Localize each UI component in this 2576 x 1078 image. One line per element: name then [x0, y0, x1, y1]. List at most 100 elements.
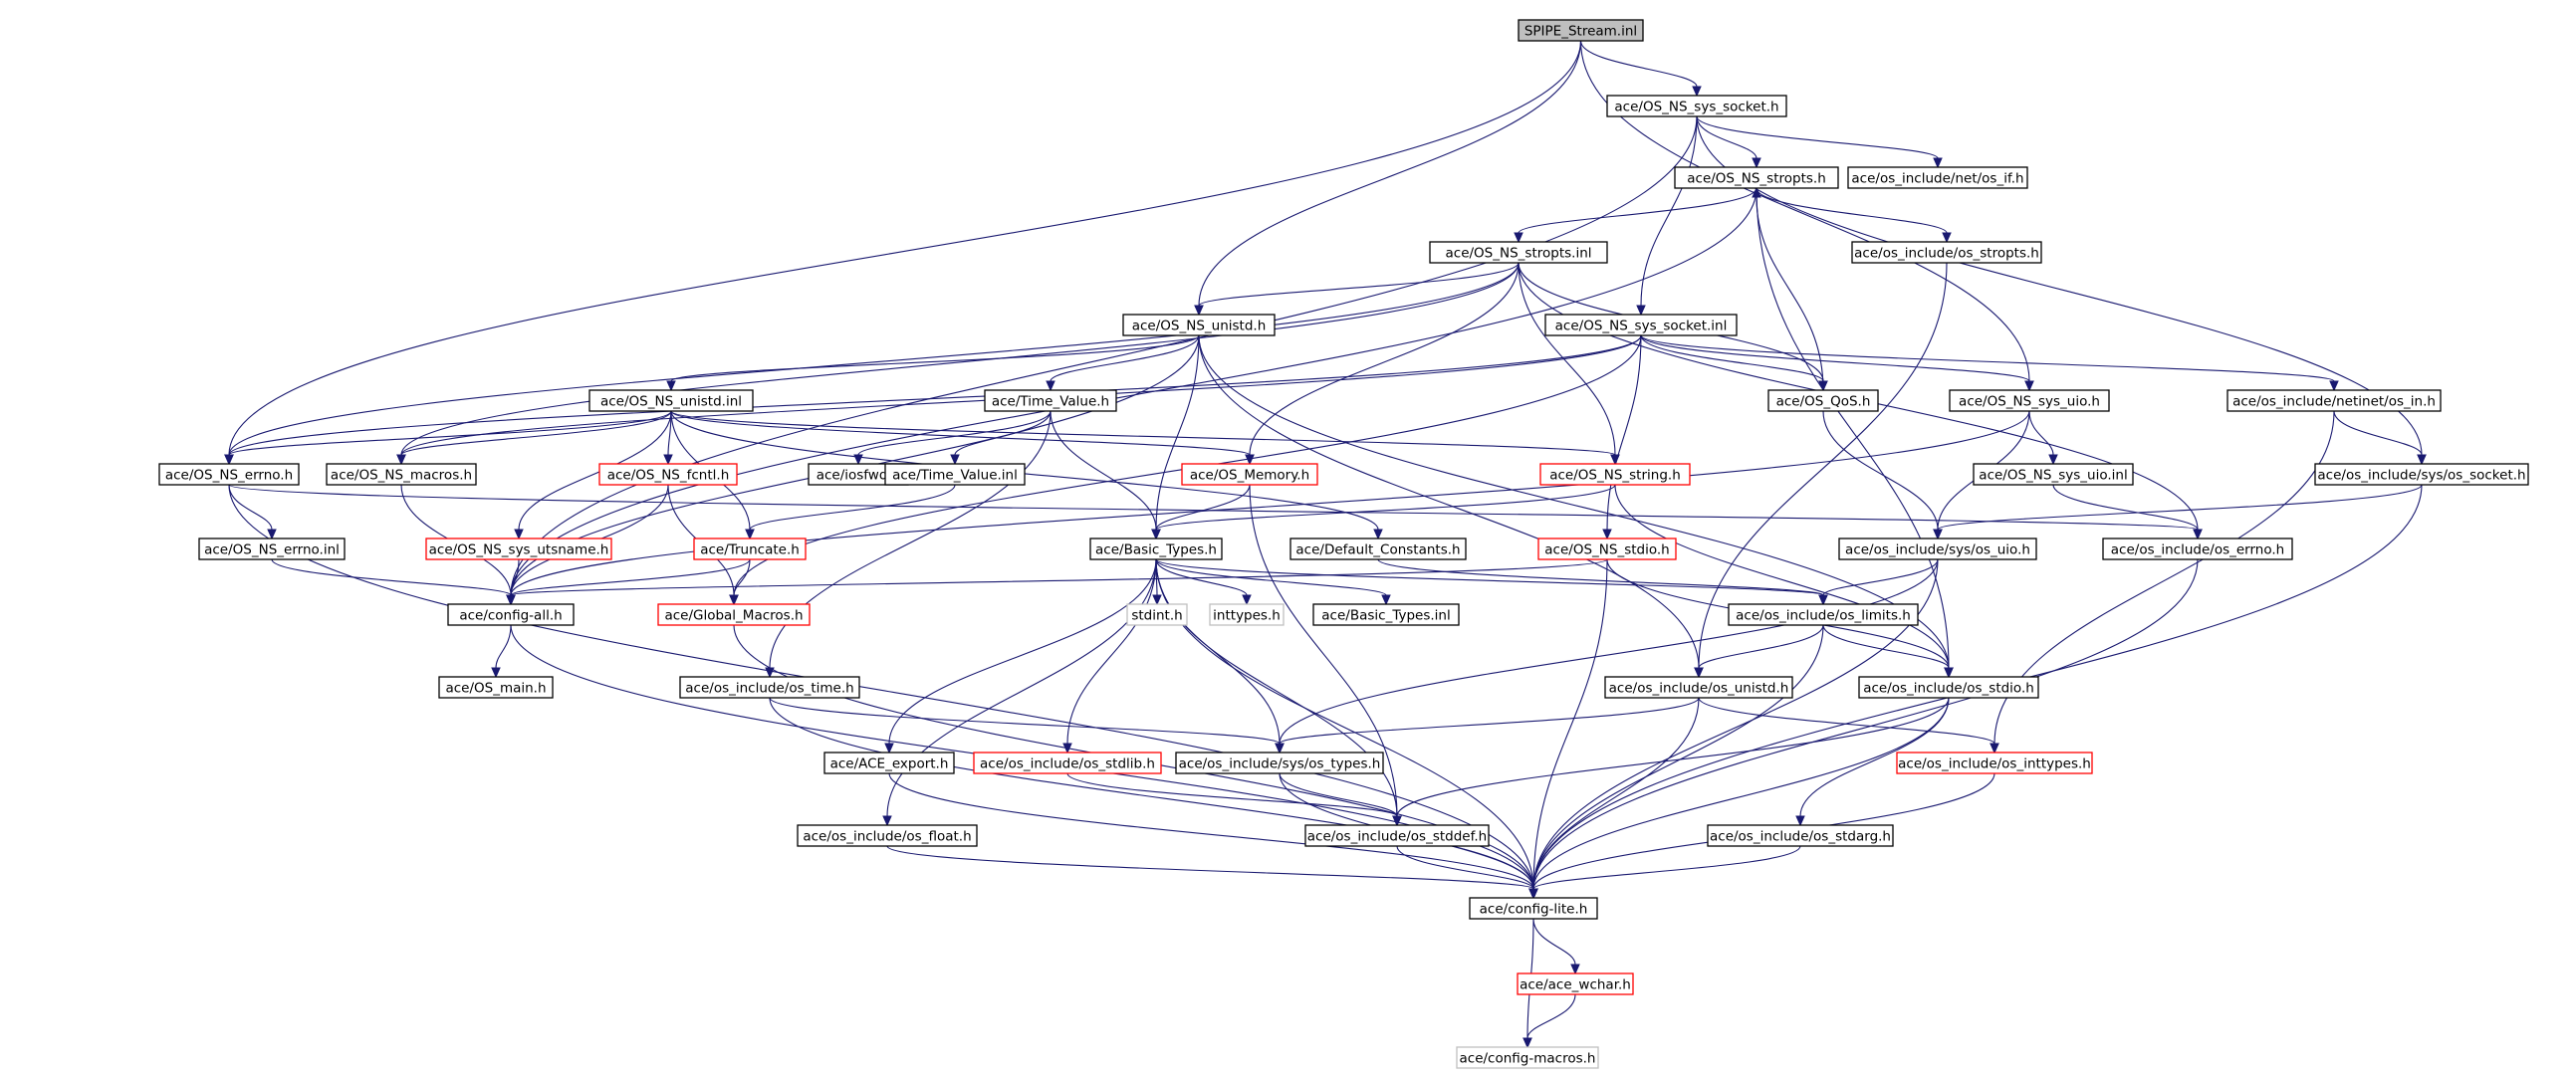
node-label-netinet_os_in_h: ace/os_include/netinet/os_in.h — [2232, 394, 2436, 410]
node-iosfwd_h[interactable]: ace/iosfwd.h — [808, 463, 909, 486]
node-basic_types_h[interactable]: ace/Basic_Types.h — [1089, 538, 1223, 560]
edge-sys_os_uio_h-to-os_limits_h — [1822, 558, 1939, 596]
node-os_ns_errno_inl[interactable]: ace/OS_NS_errno.inl — [198, 538, 346, 560]
node-box-sys_os_uio_h — [1838, 538, 2037, 560]
edge-spipe-to-os_ns_unistd_h — [1198, 40, 1582, 307]
edge-os_ns_string_h-to-basic_types_h — [1155, 484, 1616, 531]
edge-os_ns_sys_socket_inl-to-netinet_os_in_h — [1640, 334, 2335, 382]
node-os_errno_h[interactable]: ace/os_include/os_errno.h — [2102, 538, 2293, 560]
node-box-os_memory_h — [1181, 463, 1318, 486]
node-box-ace_export_h — [823, 752, 955, 774]
node-os_limits_h[interactable]: ace/os_include/os_limits.h — [1728, 603, 1919, 626]
node-label-truncate_h: ace/Truncate.h — [700, 542, 800, 558]
node-os_ns_sys_socket_h[interactable]: ace/OS_NS_sys_socket.h — [1606, 95, 1787, 117]
node-box-os_ns_sys_socket_inl — [1544, 314, 1738, 336]
node-box-os_ns_errno_h — [158, 463, 300, 486]
node-label-os_stdlib_h: ace/os_include/os_stdlib.h — [980, 756, 1155, 772]
node-sys_os_socket_h[interactable]: ace/os_include/sys/os_socket.h — [2314, 463, 2529, 486]
edge-basic_types_h-to-sys_os_types_h — [1155, 558, 1281, 745]
node-time_value_h[interactable]: ace/Time_Value.h — [984, 389, 1117, 412]
edge-os_memory_h-to-os_stddef_h — [1249, 484, 1398, 817]
node-time_value_inl[interactable]: ace/Time_Value.inl — [884, 463, 1026, 486]
edge-os_stdio_h-to-os_stdarg_h — [1799, 697, 1950, 817]
edge-os_ns_stropts_inl-to-os_ns_string_h — [1518, 262, 1616, 456]
node-ace_export_h[interactable]: ace/ACE_export.h — [823, 752, 955, 774]
node-os_ns_sys_utsname_h[interactable]: ace/OS_NS_sys_utsname.h — [425, 538, 612, 560]
node-os_stdio_h[interactable]: ace/os_include/os_stdio.h — [1858, 676, 2039, 699]
node-os_stddef_h[interactable]: ace/os_include/os_stddef.h — [1304, 824, 1490, 847]
edge-os_unistd_h-to-sys_os_types_h — [1279, 697, 1700, 745]
node-global_macros_h[interactable]: ace/Global_Macros.h — [657, 603, 811, 626]
node-default_constants_h[interactable]: ace/Default_Constants.h — [1289, 538, 1467, 560]
node-basic_types_inl[interactable]: ace/Basic_Types.inl — [1312, 603, 1460, 626]
node-os_ns_sys_socket_inl[interactable]: ace/OS_NS_sys_socket.inl — [1544, 314, 1738, 336]
edge-os_qos_h-to-sys_os_uio_h — [1822, 410, 1939, 531]
node-label-config_lite_h: ace/config-lite.h — [1480, 902, 1588, 918]
node-box-os_qos_h — [1767, 389, 1879, 412]
node-os_qos_h[interactable]: ace/OS_QoS.h — [1767, 389, 1879, 412]
node-os_ns_stropts_h[interactable]: ace/OS_NS_stropts.h — [1674, 166, 1839, 189]
node-os_ns_string_h[interactable]: ace/OS_NS_string.h — [1539, 463, 1691, 486]
arrowhead-time_value_h-to-time_value_inl — [950, 454, 960, 466]
node-os_ns_errno_h[interactable]: ace/OS_NS_errno.h — [158, 463, 300, 486]
node-os_inttypes_h[interactable]: ace/os_include/os_inttypes.h — [1896, 752, 2093, 774]
node-ace_wchar_h[interactable]: ace/ace_wchar.h — [1517, 972, 1634, 995]
node-os_ns_unistd_h[interactable]: ace/OS_NS_unistd.h — [1122, 314, 1276, 336]
node-os_ns_sys_uio_inl[interactable]: ace/OS_NS_sys_uio.inl — [1973, 463, 2134, 486]
node-os_ns_fcntl_h[interactable]: ace/OS_NS_fcntl.h — [598, 463, 738, 486]
node-truncate_h[interactable]: ace/Truncate.h — [693, 538, 807, 560]
node-netinet_os_in_h[interactable]: ace/os_include/netinet/os_in.h — [2226, 389, 2442, 412]
edge-os_limits_h-to-config_lite_h — [1532, 624, 1824, 890]
edge-os_ns_stdio_h-to-config_lite_h — [1532, 558, 1608, 890]
edge-os_unistd_h-to-config_lite_h — [1532, 697, 1700, 890]
node-os_ns_stdio_h[interactable]: ace/OS_NS_stdio.h — [1537, 538, 1677, 560]
node-config_lite_h[interactable]: ace/config-lite.h — [1469, 897, 1598, 920]
node-label-os_memory_h: ace/OS_Memory.h — [1190, 468, 1309, 484]
arrowhead-os_ns_unistd_inl-to-os_ns_fcntl_h — [663, 454, 673, 466]
node-net_os_if_h[interactable]: ace/os_include/net/os_if.h — [1847, 166, 2028, 189]
node-label-os_ns_string_h: ace/OS_NS_string.h — [1549, 468, 1681, 484]
arrowhead-os_ns_unistd_h-to-time_value_h — [1046, 380, 1055, 392]
edge-ace_wchar_h-to-config_macros_h — [1526, 993, 1576, 1039]
node-label-basic_types_inl: ace/Basic_Types.inl — [1321, 608, 1450, 624]
node-os_ns_unistd_inl[interactable]: ace/OS_NS_unistd.inl — [588, 389, 754, 412]
node-sys_os_uio_h[interactable]: ace/os_include/sys/os_uio.h — [1838, 538, 2037, 560]
node-os_ns_sys_uio_h[interactable]: ace/OS_NS_sys_uio.h — [1949, 389, 2110, 412]
node-box-os_ns_sys_uio_inl — [1973, 463, 2134, 486]
node-sys_os_types_h[interactable]: ace/os_include/sys/os_types.h — [1175, 752, 1384, 774]
edge-os_ns_sys_socket_h-to-os_ns_sys_socket_inl — [1640, 115, 1698, 307]
node-os_stdarg_h[interactable]: ace/os_include/os_stdarg.h — [1707, 824, 1894, 847]
node-box-os_ns_sys_socket_h — [1606, 95, 1787, 117]
node-os_stropts_h[interactable]: ace/os_include/os_stropts.h — [1851, 241, 2042, 264]
node-box-time_value_inl — [884, 463, 1026, 486]
edge-os_time_h-to-sys_os_types_h — [769, 697, 1281, 745]
edge-basic_types_h-to-os_limits_h — [1155, 558, 1824, 596]
node-os_ns_stropts_inl[interactable]: ace/OS_NS_stropts.inl — [1429, 241, 1608, 264]
edge-time_value_h-to-os_time_h — [769, 410, 1052, 669]
node-os_time_h[interactable]: ace/os_include/os_time.h — [679, 676, 860, 699]
node-os_unistd_h[interactable]: ace/os_include/os_unistd.h — [1604, 676, 1793, 699]
edge-os_ns_stropts_inl-to-os_ns_errno_h — [228, 262, 1520, 456]
edge-os_ns_sys_utsname_h-to-config_all_h — [510, 558, 520, 596]
edge-os_ns_sys_socket_h-to-os_ns_stropts_h — [1696, 115, 1757, 159]
node-os_main_h[interactable]: ace/OS_main.h — [438, 676, 554, 699]
node-label-sys_os_types_h: ace/os_include/sys/os_types.h — [1179, 756, 1381, 772]
node-os_float_h[interactable]: ace/os_include/os_float.h — [797, 824, 978, 847]
node-box-sys_os_types_h — [1175, 752, 1384, 774]
node-os_ns_macros_h[interactable]: ace/OS_NS_macros.h — [326, 463, 477, 486]
edge-truncate_h-to-global_macros_h — [733, 558, 751, 596]
node-box-os_float_h — [797, 824, 978, 847]
node-box-time_value_h — [984, 389, 1117, 412]
edge-basic_types_h-to-os_stdlib_h — [1066, 558, 1157, 745]
node-os_stdlib_h[interactable]: ace/os_include/os_stdlib.h — [973, 752, 1162, 774]
node-label-ace_export_h: ace/ACE_export.h — [830, 756, 949, 772]
node-os_memory_h[interactable]: ace/OS_Memory.h — [1181, 463, 1318, 486]
arrowhead-basic_types_h-to-os_float_h — [882, 815, 892, 827]
edge-os_ns_sys_uio_h-to-config_all_h — [510, 410, 2030, 596]
node-box-os_ns_sys_uio_h — [1949, 389, 2110, 412]
edge-basic_types_h-to-os_stddef_h — [1155, 558, 1398, 817]
edge-os_ns_stropts_h-to-os_ns_stropts_inl — [1518, 187, 1757, 234]
arrowhead-os_ns_sys_uio_h-to-os_ns_sys_uio_inl — [2048, 454, 2058, 466]
node-box-os_main_h — [438, 676, 554, 699]
node-config_all_h[interactable]: ace/config-all.h — [447, 603, 575, 626]
